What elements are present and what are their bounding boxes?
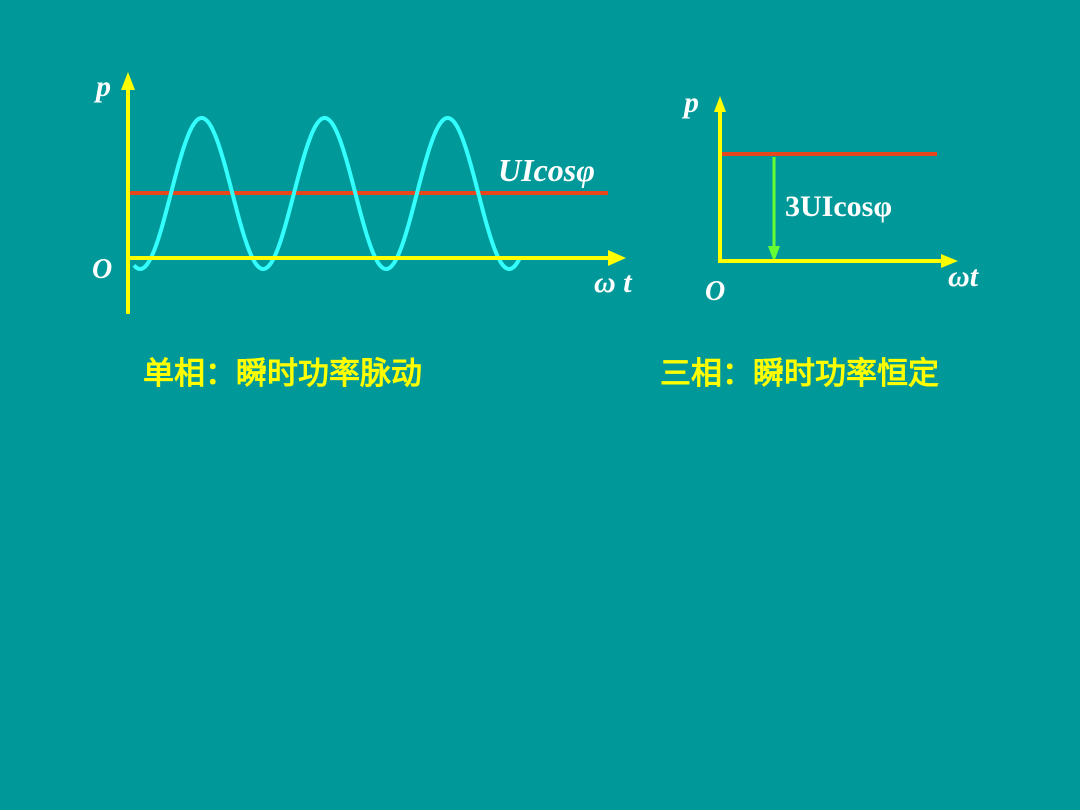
single-phase-graph: p O ω t UIcosφ xyxy=(92,70,633,314)
caption-single-phase: 单相：瞬时功率脉动 xyxy=(143,356,422,392)
x-axis-arrowhead-left xyxy=(608,250,626,266)
y-axis-arrowhead-left xyxy=(121,72,135,90)
x-axis-label-left: ω t xyxy=(594,266,633,299)
origin-label-right: O xyxy=(705,276,725,307)
instantaneous-power-wave xyxy=(132,116,522,272)
magnitude-arrowhead xyxy=(768,246,780,262)
x-axis-arrowhead-right xyxy=(941,254,958,268)
caption-three-phase: 三相：瞬时功率恒定 xyxy=(660,356,939,392)
x-axis-label-right: ωt xyxy=(948,260,980,293)
y-axis-label-left: p xyxy=(93,70,111,103)
y-axis-label-right: p xyxy=(681,86,699,119)
average-power-label: UIcosφ xyxy=(498,152,595,188)
origin-label-left: O xyxy=(92,254,112,285)
three-phase-graph: p O ωt 3UIcosφ xyxy=(681,86,980,307)
y-axis-arrowhead-right xyxy=(714,96,726,112)
constant-power-label: 3UIcosφ xyxy=(785,190,892,223)
